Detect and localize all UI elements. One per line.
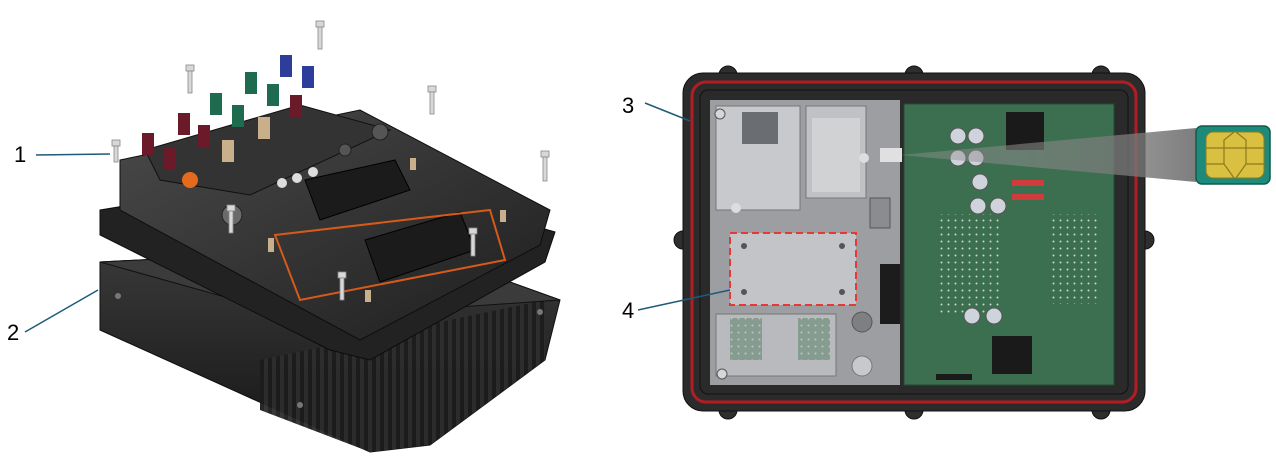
- callout-1: 1: [14, 142, 27, 167]
- callout-3: 3: [622, 93, 635, 118]
- screw: [337, 271, 347, 301]
- gasket-seal: [690, 80, 1138, 404]
- screw: [226, 204, 236, 234]
- zoom-beam: [900, 128, 1196, 182]
- exploded-screws: [111, 20, 550, 301]
- leader-lines: [24, 102, 731, 333]
- sim-chip: [1205, 131, 1265, 179]
- corner-screws: [714, 108, 728, 380]
- screw: [468, 227, 478, 257]
- leader-line-2: [24, 289, 99, 333]
- screw: [540, 150, 550, 182]
- callout-4: 4: [622, 298, 635, 323]
- callout-2: 2: [7, 320, 20, 345]
- sim-card-zoom: [900, 125, 1271, 185]
- leader-line-3: [644, 102, 691, 122]
- enclosure-exploded-view: [99, 20, 561, 453]
- rf-connector-maroon: [142, 95, 302, 170]
- highlighted-sim-module: [729, 232, 857, 306]
- screw: [315, 20, 325, 50]
- signal-connector-a: [304, 159, 411, 221]
- screw: [111, 139, 121, 163]
- rf-connector-tan: [222, 117, 270, 162]
- leader-line-4: [637, 289, 731, 311]
- rf-connector-blue: [280, 55, 314, 88]
- screw: [427, 85, 437, 115]
- screw: [185, 64, 195, 94]
- leader-line-1: [35, 153, 111, 156]
- rf-connector-green: [210, 72, 279, 127]
- rf-connectors: [142, 55, 314, 170]
- modem-module-area: [710, 100, 900, 385]
- enclosure-open-top-view: [673, 65, 1155, 420]
- main-housing: [99, 104, 556, 361]
